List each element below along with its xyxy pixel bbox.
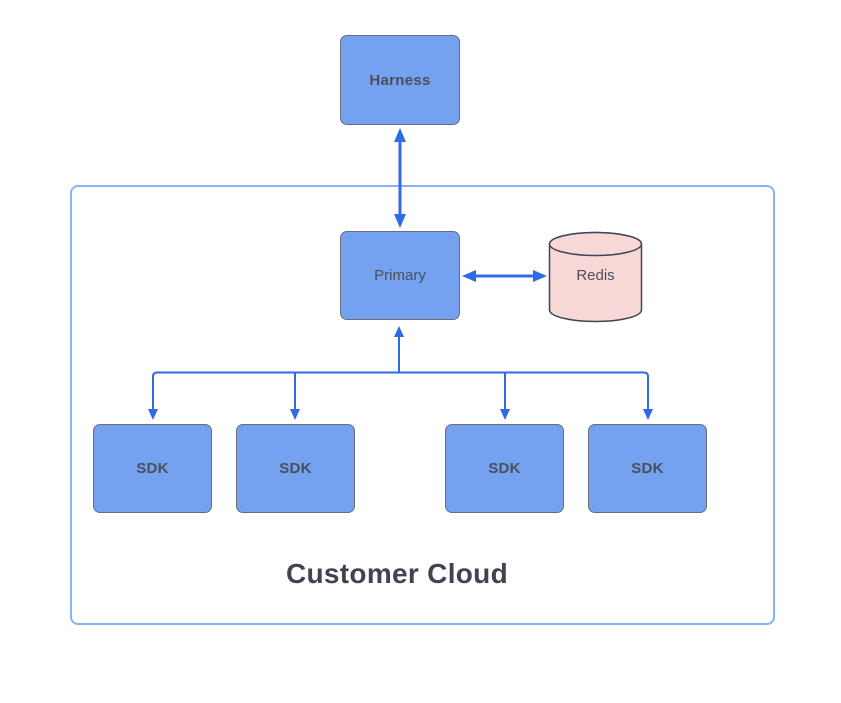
node-primary-label: Primary xyxy=(374,267,426,284)
node-sdk: SDK xyxy=(236,424,355,513)
node-sdk: SDK xyxy=(93,424,212,513)
node-sdk-label: SDK xyxy=(631,460,664,477)
cylinder-shape xyxy=(548,231,643,323)
node-sdk: SDK xyxy=(588,424,707,513)
customer-cloud-title: Customer Cloud xyxy=(286,558,508,589)
node-sdk: SDK xyxy=(445,424,564,513)
node-redis-label: Redis xyxy=(576,267,615,284)
node-primary: Primary xyxy=(340,231,460,320)
node-sdk-label: SDK xyxy=(136,460,169,477)
node-sdk-label: SDK xyxy=(488,460,521,477)
node-redis-cylinder: Redis xyxy=(548,231,643,323)
node-harness-label: Harness xyxy=(369,71,431,89)
node-sdk-label: SDK xyxy=(279,460,312,477)
node-harness: Harness xyxy=(340,35,460,125)
